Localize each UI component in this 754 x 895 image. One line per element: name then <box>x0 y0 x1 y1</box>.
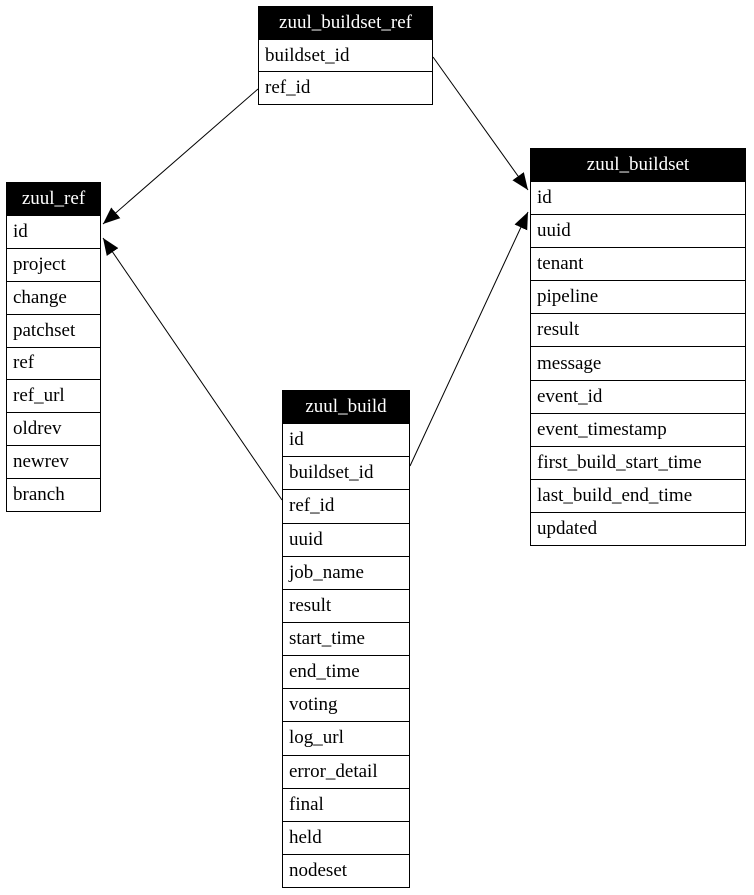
edge-layer <box>102 56 529 501</box>
column-row-zuul_build-buildset_id: buildset_id <box>283 456 409 490</box>
column-row-zuul_build-voting: voting <box>283 688 409 722</box>
column-row-zuul_ref-project: project <box>7 247 100 281</box>
column-row-zuul_buildset-id: id <box>531 181 745 215</box>
column-row-zuul_buildset-last_build_end_time: last_build_end_time <box>531 478 745 512</box>
column-row-zuul_build-log_url: log_url <box>283 721 409 755</box>
column-row-zuul_build-error_detail: error_detail <box>283 754 409 788</box>
column-row-zuul_buildset_ref-buildset_id: buildset_id <box>259 38 432 72</box>
column-row-zuul_buildset-updated: updated <box>531 511 745 545</box>
column-row-zuul_buildset_ref-ref_id: ref_id <box>259 71 432 105</box>
column-row-zuul_build-job_name: job_name <box>283 555 409 589</box>
column-row-zuul_ref-id: id <box>7 214 100 248</box>
column-row-zuul_buildset-first_build_start_time: first_build_start_time <box>531 445 745 479</box>
column-row-zuul_build-uuid: uuid <box>283 522 409 556</box>
column-row-zuul_buildset-result: result <box>531 313 745 347</box>
column-row-zuul_ref-ref: ref <box>7 346 100 380</box>
column-row-zuul_buildset-event_timestamp: event_timestamp <box>531 412 745 446</box>
table-title-zuul_build: zuul_build <box>283 391 409 424</box>
column-row-zuul_build-start_time: start_time <box>283 621 409 656</box>
column-row-zuul_build-nodeset: nodeset <box>283 853 409 888</box>
column-row-zuul_build-final: final <box>283 787 409 821</box>
column-row-zuul_buildset-message: message <box>531 346 745 380</box>
table-title-zuul_ref: zuul_ref <box>7 183 100 215</box>
column-row-zuul_ref-ref_url: ref_url <box>7 379 100 413</box>
column-row-zuul_build-held: held <box>283 820 409 854</box>
column-row-zuul_build-end_time: end_time <box>283 655 409 689</box>
column-row-zuul_ref-change: change <box>7 280 100 314</box>
column-row-zuul_buildset-pipeline: pipeline <box>531 280 745 314</box>
table-title-zuul_buildset_ref: zuul_buildset_ref <box>259 7 432 39</box>
column-row-zuul_build-ref_id: ref_id <box>283 489 409 523</box>
column-row-zuul_ref-oldrev: oldrev <box>7 412 100 446</box>
column-row-zuul_buildset-tenant: tenant <box>531 247 745 281</box>
column-row-zuul_buildset-event_id: event_id <box>531 379 745 413</box>
column-row-zuul_ref-patchset: patchset <box>7 313 100 347</box>
column-row-zuul_buildset-uuid: uuid <box>531 214 745 248</box>
edge-zuul_buildset_ref.ref_id-to-zuul_ref.id <box>102 88 259 225</box>
edge-zuul_build.buildset_id-to-zuul_buildset.id <box>409 211 529 467</box>
column-row-zuul_ref-newrev: newrev <box>7 445 100 479</box>
column-row-zuul_ref-branch: branch <box>7 478 100 512</box>
column-row-zuul_build-result: result <box>283 588 409 622</box>
table-title-zuul_buildset: zuul_buildset <box>531 149 745 182</box>
edge-zuul_buildset_ref.buildset_id-to-zuul_buildset.id <box>432 56 529 191</box>
column-row-zuul_build-id: id <box>283 423 409 457</box>
edge-zuul_build.ref_id-to-zuul_ref.id <box>102 237 283 501</box>
